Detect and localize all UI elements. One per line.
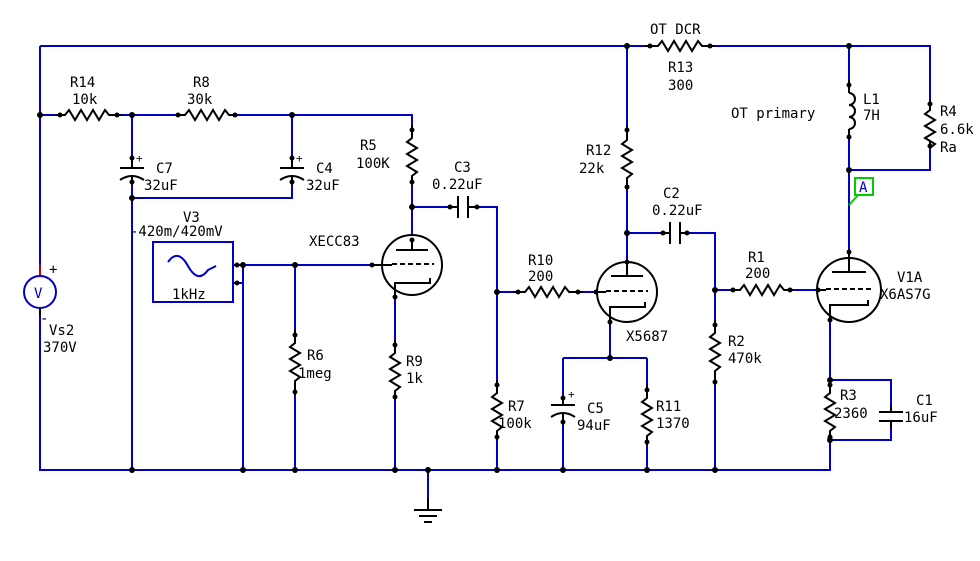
svg-text:+: +: [568, 388, 575, 401]
tube-v1a[interactable]: V1A X6AS7G: [815, 249, 931, 323]
r11-ref: R11: [656, 399, 681, 415]
c1-ref: C1: [916, 393, 933, 409]
vs2-value: 370V: [43, 340, 77, 356]
capacitor-c1[interactable]: C1 16uF: [879, 393, 938, 428]
r2-ref: R2: [728, 334, 745, 350]
resistor-r12[interactable]: R12 22k: [579, 125, 634, 190]
r3-value: 2360: [834, 406, 868, 422]
r1-ref: R1: [748, 250, 765, 266]
voltage-source-vs2[interactable]: V + - Vs2 370V: [23, 262, 77, 356]
resistor-r10[interactable]: R10 200: [513, 253, 583, 299]
c2-value: 0.22uF: [652, 203, 703, 219]
c7-value: 32uF: [144, 178, 178, 194]
r5-ref: R5: [360, 138, 377, 154]
r12-ref: R12: [586, 143, 611, 159]
capacitor-c3[interactable]: C3 0.22uF: [432, 160, 483, 218]
c5-value: 94uF: [577, 418, 611, 434]
svg-text:+: +: [296, 152, 303, 165]
r13-value: 300: [668, 78, 693, 94]
probe-a-label: A: [859, 180, 868, 196]
r4-value: 6.6k: [940, 122, 974, 138]
r9-value: 1k: [406, 371, 423, 387]
tube-x5687[interactable]: X5687: [593, 259, 669, 346]
r7-ref: R7: [508, 399, 525, 415]
wires: [39, 45, 931, 510]
svg-text:+: +: [136, 152, 143, 165]
c5-ref: C5: [587, 401, 604, 417]
resistor-r14[interactable]: R14 10k: [55, 75, 122, 122]
l1-ref: L1: [863, 92, 880, 108]
r1-value: 200: [745, 266, 770, 282]
junction-dots: [37, 43, 852, 473]
resistor-r8[interactable]: R8 30k: [175, 75, 238, 122]
r14-value: 10k: [72, 92, 98, 108]
r13-ref: R13: [668, 60, 693, 76]
resistor-r5[interactable]: R5 100K: [356, 125, 419, 185]
capacitor-c5[interactable]: + C5 94uF: [550, 388, 611, 434]
resistor-r11[interactable]: R11 1370: [640, 385, 690, 445]
resistor-r4[interactable]: R4 6.6k Ra: [923, 100, 974, 156]
ground-symbol: [414, 498, 442, 523]
v3-ref: V3: [183, 210, 200, 226]
capacitor-c7[interactable]: + C7 32uF: [119, 152, 178, 194]
capacitor-c2[interactable]: C2 0.22uF: [652, 186, 703, 244]
vs2-ref: Vs2: [49, 323, 74, 339]
r8-value: 30k: [187, 92, 213, 108]
capacitor-c4[interactable]: + C4 32uF: [279, 152, 340, 194]
c3-ref: C3: [454, 160, 471, 176]
r13-label: OT DCR: [650, 22, 701, 38]
vs2-plus: +: [49, 262, 57, 278]
v3-value: -420m/420mV: [130, 224, 223, 240]
r6-ref: R6: [307, 348, 324, 364]
resistor-r13[interactable]: OT DCR R13 300: [645, 22, 715, 94]
r2-value: 470k: [728, 351, 762, 367]
l1-value: 7H: [863, 108, 880, 124]
r7-value: 100k: [498, 416, 532, 432]
r6-value: 1meg: [298, 366, 332, 382]
r3-ref: R3: [840, 388, 857, 404]
vs2-minus: -: [40, 311, 48, 327]
xecc83-ref: XECC83: [309, 234, 360, 250]
r10-value: 200: [528, 269, 553, 285]
c2-ref: C2: [663, 186, 680, 202]
inductor-l1[interactable]: L1 7H OT primary: [731, 80, 880, 140]
r10-ref: R10: [528, 253, 553, 269]
probe-a[interactable]: A: [848, 177, 874, 206]
r11-value: 1370: [656, 416, 690, 432]
c7-ref: C7: [156, 161, 173, 177]
vs2-symbol: V: [34, 286, 43, 302]
resistor-r2[interactable]: R2 470k: [708, 320, 762, 385]
r5-value: 100K: [356, 156, 390, 172]
r4-label: Ra: [940, 140, 957, 156]
r4-ref: R4: [940, 104, 957, 120]
r9-ref: R9: [406, 354, 423, 370]
resistor-r9[interactable]: R9 1k: [388, 340, 423, 400]
tube-xecc83[interactable]: XECC83: [309, 234, 443, 300]
x5687-ref: X5687: [626, 329, 668, 345]
resistor-r3[interactable]: R3 2360: [823, 380, 868, 440]
l1-label: OT primary: [731, 106, 815, 122]
resistor-r6[interactable]: R6 1meg: [288, 330, 332, 395]
v3-freq: 1kHz: [172, 287, 206, 303]
r12-value: 22k: [579, 161, 605, 177]
c3-value: 0.22uF: [432, 177, 483, 193]
resistor-r1[interactable]: R1 200: [730, 250, 793, 297]
v1a-value: X6AS7G: [880, 287, 931, 303]
r14-ref: R14: [70, 75, 95, 91]
c1-value: 16uF: [904, 410, 938, 426]
r8-ref: R8: [193, 75, 210, 91]
v1a-ref: V1A: [897, 270, 923, 286]
c4-ref: C4: [316, 161, 333, 177]
signal-source-v3[interactable]: 1kHz V3 -420m/420mV: [130, 210, 240, 303]
resistor-r7[interactable]: R7 100k: [490, 380, 532, 440]
c4-value: 32uF: [306, 178, 340, 194]
